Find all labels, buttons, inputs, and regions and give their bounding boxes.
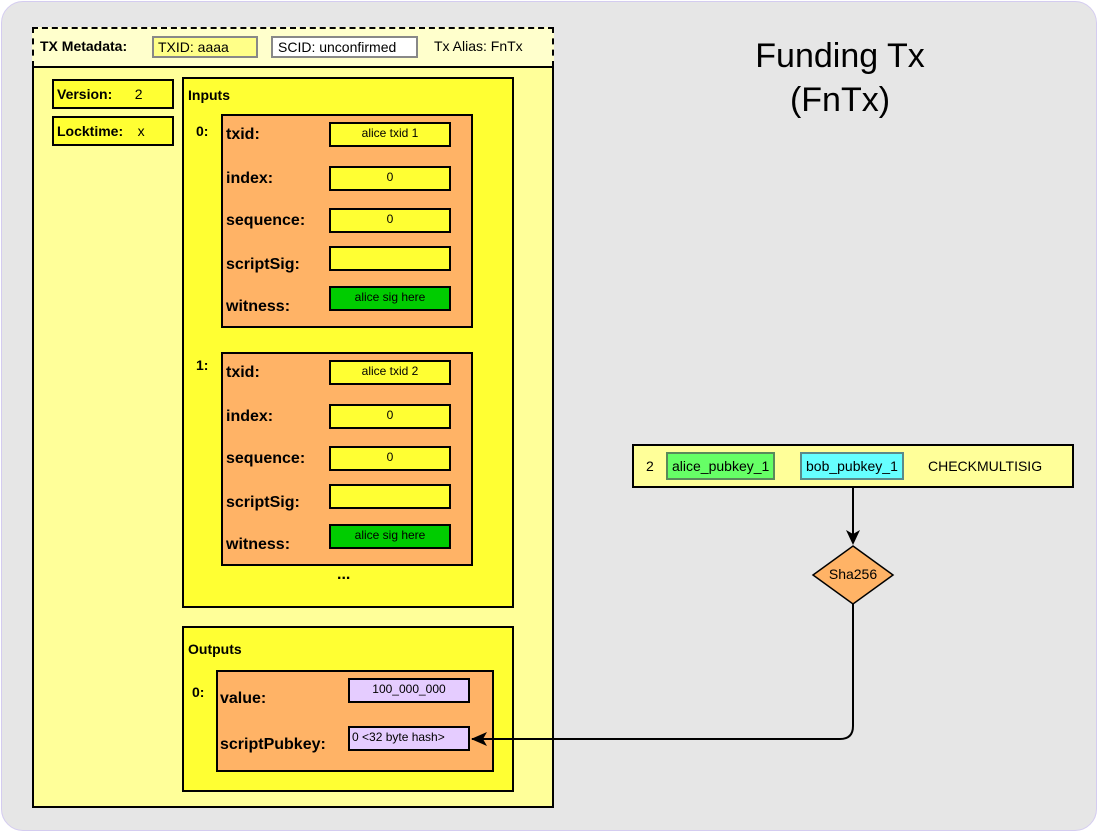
input-1-scriptsig-label: scriptSig:	[226, 494, 300, 511]
version-label: Version:	[57, 86, 113, 102]
diagram-title: Funding Tx (FnTx)	[700, 34, 980, 122]
version-value: 2	[134, 86, 143, 102]
output-0-index: 0:	[192, 684, 205, 700]
alice-pubkey: alice_pubkey_1	[666, 452, 776, 480]
input-0-sequence: 0	[329, 208, 451, 233]
input-0-txid-label: txid:	[226, 126, 260, 143]
tx-metadata-label: TX Metadata:	[40, 38, 128, 54]
output-0-scriptpubkey-label: scriptPubkey:	[220, 736, 326, 753]
arrowhead-left-icon	[471, 732, 487, 746]
input-0-scriptsig-label: scriptSig:	[226, 256, 300, 273]
locktime-label: Locktime:	[57, 123, 124, 139]
locktime-field: Locktime: x	[52, 116, 174, 146]
sha256-label: Sha256	[828, 566, 878, 582]
bob-pubkey: bob_pubkey_1	[800, 452, 904, 480]
input-1-sequence: 0	[329, 446, 451, 471]
version-field: Version: 2	[52, 79, 174, 109]
output-0-value: 100_000_000	[348, 678, 470, 703]
input-1-index: 1:	[196, 357, 209, 373]
output-0-value-label: value:	[220, 690, 267, 707]
outputs-title: Outputs	[188, 641, 242, 657]
input-1-index-label: index:	[226, 408, 274, 425]
checkmultisig-opcode: CHECKMULTISIG	[928, 458, 1043, 474]
input-1-txid: alice txid 2	[329, 360, 451, 385]
input-0-witness-label: witness:	[226, 298, 291, 315]
arrowhead-down-icon	[846, 530, 860, 545]
scid-badge: SCID: unconfirmed	[271, 36, 418, 58]
input-1-scriptsig	[329, 484, 451, 509]
input-1-witness: alice sig here	[329, 524, 451, 549]
multisig-threshold: 2	[646, 458, 654, 474]
output-0-scriptpubkey: 0 <32 byte hash>	[348, 726, 470, 751]
input-0-sequence-label: sequence:	[226, 212, 306, 229]
multisig-script: 2 alice_pubkey_1 bob_pubkey_1 CHECKMULTI…	[632, 444, 1074, 488]
more-inputs-ellipsis: ...	[337, 566, 351, 583]
input-1-vout: 0	[329, 404, 451, 429]
tx-alias: Tx Alias: FnTx	[434, 38, 523, 54]
title-line-2: (FnTx)	[789, 81, 891, 119]
input-1-txid-label: txid:	[226, 364, 260, 381]
inputs-title: Inputs	[188, 87, 230, 103]
hash-to-scriptpubkey-line	[472, 604, 854, 740]
input-0-index: 0:	[196, 123, 209, 139]
input-0-txid: alice txid 1	[329, 122, 451, 147]
input-0-vout: 0	[329, 166, 451, 191]
txid-badge: TXID: aaaa	[152, 36, 258, 58]
input-0-index-label: index:	[226, 170, 274, 187]
input-0-scriptsig	[329, 246, 451, 271]
input-0-witness: alice sig here	[329, 286, 451, 311]
input-1-witness-label: witness:	[226, 536, 291, 553]
title-line-1: Funding Tx	[755, 37, 925, 75]
locktime-value: x	[137, 123, 145, 139]
input-1-sequence-label: sequence:	[226, 450, 306, 467]
